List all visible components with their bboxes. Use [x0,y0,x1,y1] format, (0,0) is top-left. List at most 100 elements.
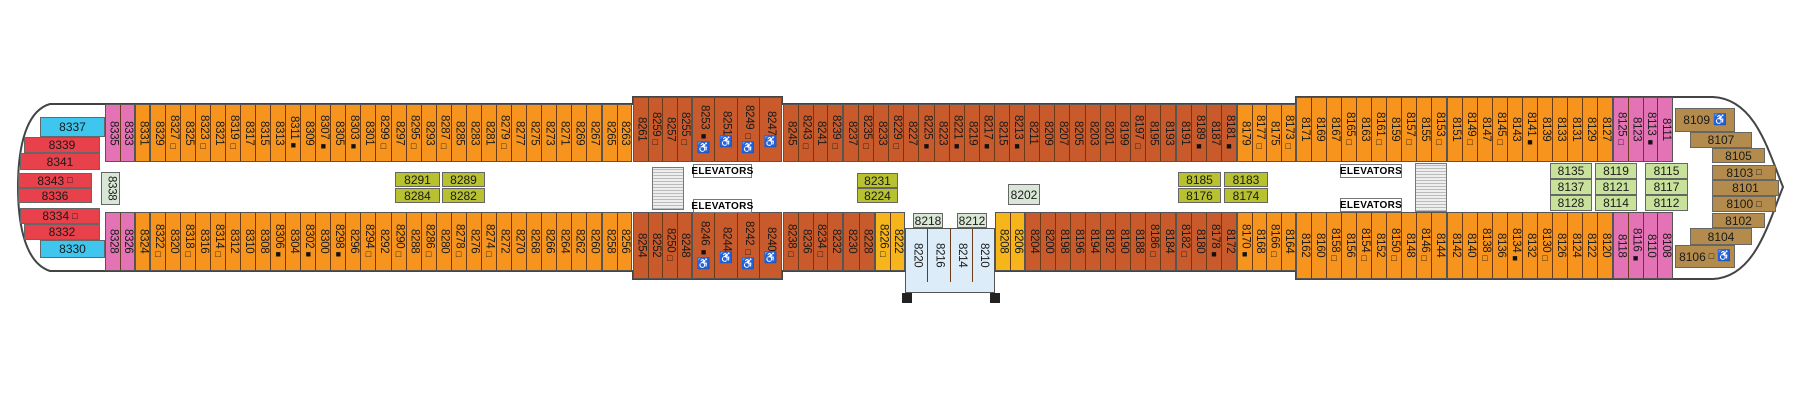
cabin-8328[interactable]: 8328 [106,213,121,270]
cabin-8210[interactable]: 8210 [973,229,994,282]
cabin-8280[interactable]: 8280 [437,213,452,270]
cabin-8123[interactable]: 8123 [1629,98,1644,161]
cabin-8267[interactable]: 8267 [587,105,601,161]
cabin-8146[interactable]: 8146□ [1417,213,1432,278]
cabin-8155[interactable]: 8155 [1417,98,1432,161]
cabin-8335[interactable]: 8335 [106,105,121,161]
cabin-8334[interactable]: 8334□ [20,208,100,224]
cabin-8185[interactable]: 8185 [1178,172,1221,187]
cabin-8238[interactable]: 8238□ [784,213,799,270]
cabin-8314[interactable]: 8314□ [211,213,227,270]
cabin-8184[interactable]: 8184 [1161,213,1175,270]
cabin-8138[interactable]: 8138□ [1478,213,1493,278]
cabin-8189[interactable]: 8189■ [1192,105,1207,161]
cabin-8151[interactable]: 8151 [1448,98,1463,161]
cabin-8338[interactable]: 8338 [101,172,120,205]
cabin-8102[interactable]: 8102 [1712,213,1765,228]
cabin-8114[interactable]: 8114 [1595,195,1637,211]
cabin-8198[interactable]: 8198 [1056,213,1071,270]
cabin-8256[interactable]: 8256 [618,213,631,270]
cabin-8134[interactable]: 8134■ [1508,213,1523,278]
cabin-8167[interactable]: 8167 [1327,98,1342,161]
cabin-8178[interactable]: 8178■ [1207,213,1222,270]
cabin-8121[interactable]: 8121 [1595,179,1637,195]
cabin-8150[interactable]: 8150□ [1387,213,1402,278]
cabin-8307[interactable]: 8307■ [316,105,332,161]
cabin-8180[interactable]: 8180 [1192,213,1207,270]
cabin-8132[interactable]: 8132 [1523,213,1538,278]
cabin-8158[interactable]: 8158□ [1327,213,1342,278]
cabin-8129[interactable]: 8129 [1583,98,1598,161]
cabin-8117[interactable]: 8117 [1645,179,1688,195]
cabin-8166[interactable]: 8166□ [1267,213,1282,270]
cabin-8144[interactable]: 8144 [1432,213,1446,278]
cabin-8261[interactable]: 8261 [634,98,649,161]
cabin-8278[interactable]: 8278□ [452,213,467,270]
cabin-8133[interactable]: 8133 [1553,98,1568,161]
cabin-8219[interactable]: 8219 [965,105,980,161]
cabin-8220[interactable]: 8220 [906,229,929,282]
cabin-8287[interactable]: 8287□ [437,105,452,161]
cabin-8250[interactable]: 8250□ [663,213,678,278]
cabin-8154[interactable]: 8154□ [1357,213,1372,278]
cabin-8168[interactable]: 8168 [1253,213,1267,270]
cabin-8274[interactable]: 8274□ [482,213,497,270]
cabin-8122[interactable]: 8122 [1583,213,1598,278]
cabin-8101[interactable]: 8101 [1712,180,1779,196]
cabin-8266[interactable]: 8266 [542,213,557,270]
cabin-8120[interactable]: 8120 [1598,213,1612,278]
cabin-8209[interactable]: 8209 [1040,105,1056,161]
cabin-8249[interactable]: 8249□♿ [738,98,760,161]
cabin-8211[interactable]: 8211 [1025,105,1041,161]
cabin-8127[interactable]: 8127 [1598,98,1612,161]
cabin-8248[interactable]: 8248 [678,213,691,278]
cabin-8142[interactable]: 8142 [1448,213,1463,278]
cabin-8283[interactable]: 8283 [467,105,482,161]
cabin-8264[interactable]: 8264 [557,213,572,270]
cabin-8222[interactable]: 8222 [891,213,904,270]
cabin-8147[interactable]: 8147 [1478,98,1493,161]
cabin-8294[interactable]: 8294□ [361,213,377,270]
cabin-8110[interactable]: 8110 [1644,213,1659,278]
cabin-8201[interactable]: 8201 [1101,105,1116,161]
cabin-8128[interactable]: 8128 [1550,195,1592,211]
cabin-8111[interactable]: 8111 [1658,98,1672,161]
cabin-8300[interactable]: 8300 [316,213,332,270]
cabin-8236[interactable]: 8236 [799,213,814,270]
cabin-8291[interactable]: 8291 [395,172,440,187]
cabin-8109[interactable]: 8109♿ [1675,108,1735,132]
cabin-8341[interactable]: 8341 [20,153,100,170]
cabin-8217[interactable]: 8217■ [980,105,995,161]
cabin-8221[interactable]: 8221■ [950,105,965,161]
cabin-8202[interactable]: 8202 [1008,184,1040,205]
cabin-8316[interactable]: 8316 [196,213,212,270]
cabin-8104[interactable]: 8104 [1690,228,1752,245]
cabin-8164[interactable]: 8164 [1282,213,1295,270]
cabin-8242[interactable]: 8242□♿ [738,213,760,278]
cabin-8190[interactable]: 8190 [1116,213,1131,270]
cabin-8152[interactable]: 8152 [1372,213,1387,278]
cabin-8115[interactable]: 8115 [1645,163,1688,179]
cabin-8258[interactable]: 8258 [603,213,618,270]
cabin-8100[interactable]: 8100□ [1712,196,1776,212]
cabin-8140[interactable]: 8140 [1463,213,1478,278]
cabin-8169[interactable]: 8169 [1312,98,1327,161]
cabin-8259[interactable]: 8259□ [649,98,663,161]
cabin-8183[interactable]: 8183 [1224,172,1268,187]
cabin-8218[interactable]: 8218 [913,213,943,228]
cabin-8228[interactable]: 8228 [860,213,875,270]
cabin-8186[interactable]: 8186□ [1146,213,1161,270]
cabin-8181[interactable]: 8181■ [1222,105,1236,161]
cabin-8275[interactable]: 8275 [527,105,542,161]
cabin-8244[interactable]: 8244♿ [715,213,738,278]
cabin-8295[interactable]: 8295□ [407,105,422,161]
cabin-8213[interactable]: 8213■ [1010,105,1026,161]
cabin-8319[interactable]: 8319□ [226,105,242,161]
cabin-8229[interactable]: 8229□ [889,105,905,161]
cabin-8130[interactable]: 8130□ [1538,213,1553,278]
cabin-8305[interactable]: 8305 [331,105,347,161]
cabin-8290[interactable]: 8290□ [392,213,407,270]
cabin-8145[interactable]: 8145□ [1493,98,1508,161]
cabin-8246[interactable]: 8246■♿ [693,213,716,278]
cabin-8268[interactable]: 8268 [527,213,542,270]
